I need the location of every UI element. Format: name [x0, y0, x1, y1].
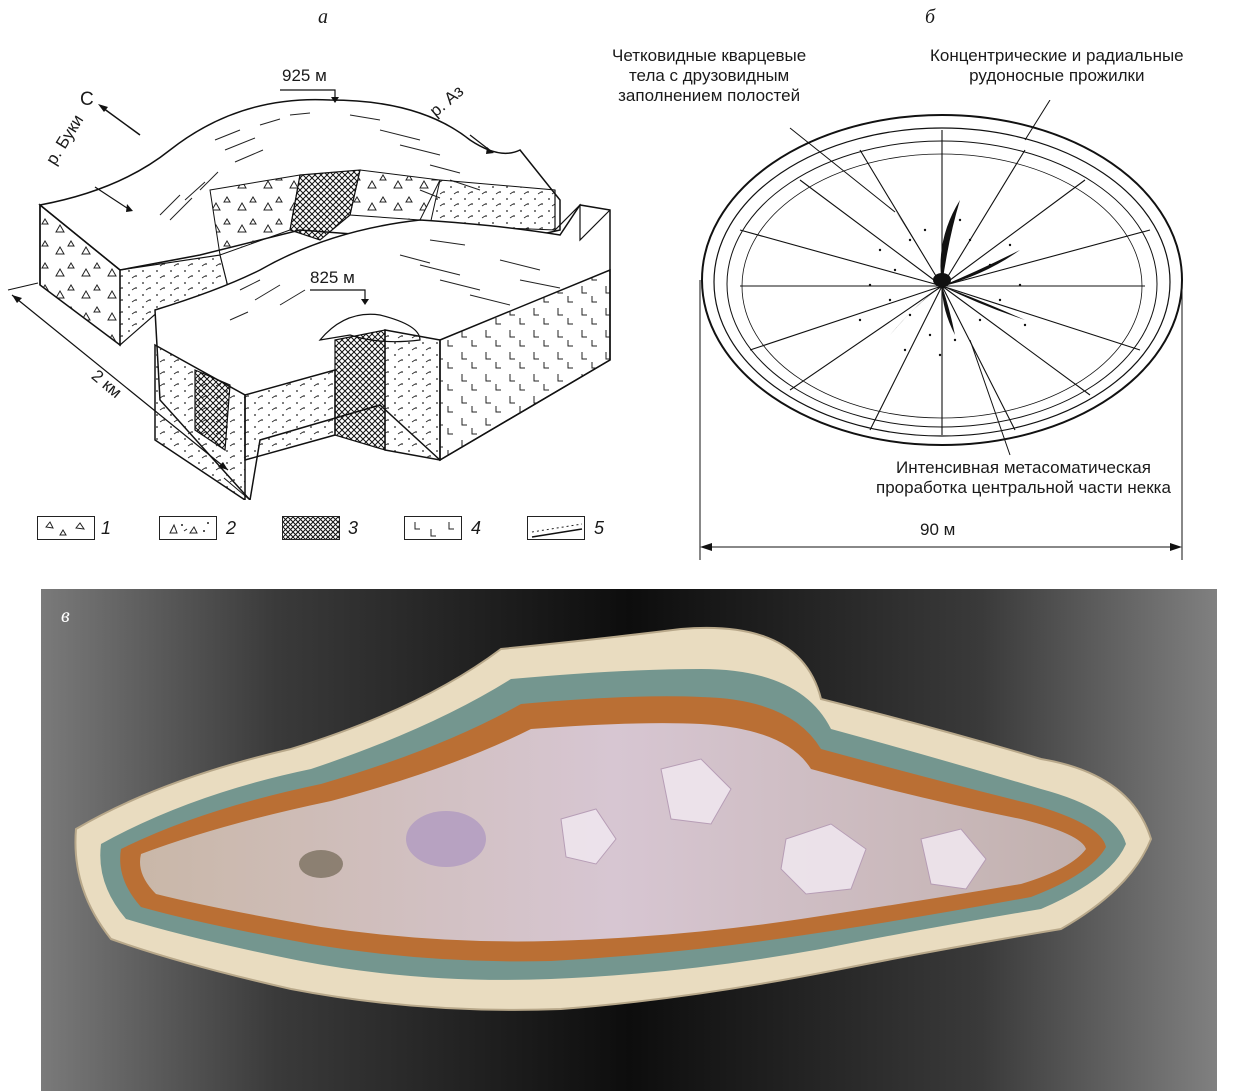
panel-c-letter: в	[61, 605, 70, 628]
dimension-90m-label: 90 м	[920, 520, 955, 540]
legend-num-1: 1	[101, 518, 111, 539]
elevation-825-label: 825 м	[310, 268, 355, 288]
elevation-925-label: 925 м	[282, 66, 327, 86]
legend-swatch-4	[404, 516, 462, 540]
north-label: С	[80, 90, 94, 110]
legend-swatch-1	[37, 516, 95, 540]
legend-swatch-5	[527, 516, 585, 540]
neck-plan-diagram	[680, 100, 1200, 570]
specimen-photo: в	[41, 589, 1217, 1091]
legend-swatch-3	[282, 516, 340, 540]
legend-num-3: 3	[348, 518, 358, 539]
panel-b-letter: б	[925, 6, 935, 29]
callout-metasomatic: Интенсивная метасоматическая проработка …	[876, 458, 1171, 498]
legend-num-5: 5	[594, 518, 604, 539]
legend-num-4: 4	[471, 518, 481, 539]
legend-swatch-2	[159, 516, 217, 540]
callout-quartz-bodies: Четковидные кварцевые тела с друзовидным…	[612, 46, 806, 106]
callout-ore-veins: Концентрические и радиальные рудоносные …	[930, 46, 1184, 86]
specimen-rock	[41, 589, 1217, 1091]
panel-a-letter: а	[318, 6, 328, 29]
legend-num-2: 2	[226, 518, 236, 539]
